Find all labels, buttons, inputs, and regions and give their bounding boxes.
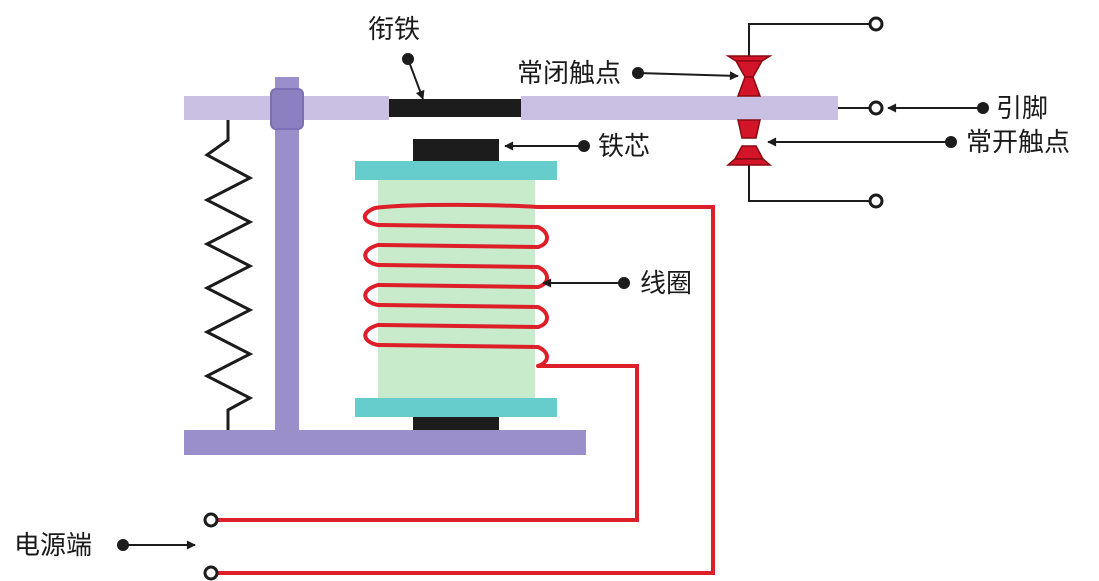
leaders <box>117 53 989 551</box>
armature-bar-right <box>521 96 838 120</box>
label-armature: 衔铁 <box>368 15 420 45</box>
coil-winding <box>362 202 549 368</box>
label-coil: 线圈 <box>640 269 692 299</box>
coil-lead-upper <box>215 205 715 575</box>
label-normally-closed: 常闭触点 <box>517 59 621 89</box>
label-normally-open: 常开触点 <box>966 128 1070 158</box>
iron-core-top <box>413 139 499 161</box>
normally-open-terminal <box>868 193 884 209</box>
return-spring <box>203 120 254 430</box>
pin-terminal <box>868 100 884 116</box>
normally-open-lead <box>748 164 870 202</box>
bobbin-top-flange <box>355 161 557 180</box>
power-terminal-upper <box>203 512 219 528</box>
armature <box>389 99 521 117</box>
normally-open-contact <box>725 119 773 166</box>
normally-closed-terminal <box>868 16 884 32</box>
label-iron-core: 铁芯 <box>598 132 650 162</box>
iron-core-bottom <box>413 416 499 430</box>
support-post <box>275 77 299 432</box>
bobbin-bottom-flange <box>355 398 557 417</box>
bobbin-body <box>378 180 535 398</box>
normally-closed-contact <box>725 55 773 97</box>
base-plate <box>184 430 586 455</box>
power-terminal-lower <box>203 565 219 581</box>
label-pin: 引脚 <box>996 94 1048 124</box>
normally-closed-lead <box>748 23 870 56</box>
hinge-collar <box>270 88 304 130</box>
coil-lead-lower <box>215 364 639 522</box>
label-power-terminal: 电源端 <box>14 531 92 561</box>
